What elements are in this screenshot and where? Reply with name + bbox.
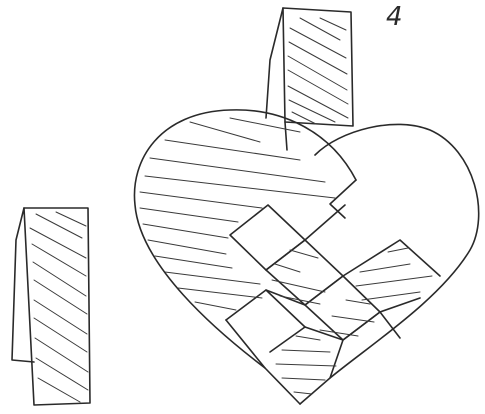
left-paper-strip	[12, 208, 90, 405]
top-paper-strip	[266, 8, 353, 150]
weave-grid	[226, 205, 440, 378]
heart-outline	[134, 110, 478, 404]
heart-hatching	[140, 118, 432, 394]
